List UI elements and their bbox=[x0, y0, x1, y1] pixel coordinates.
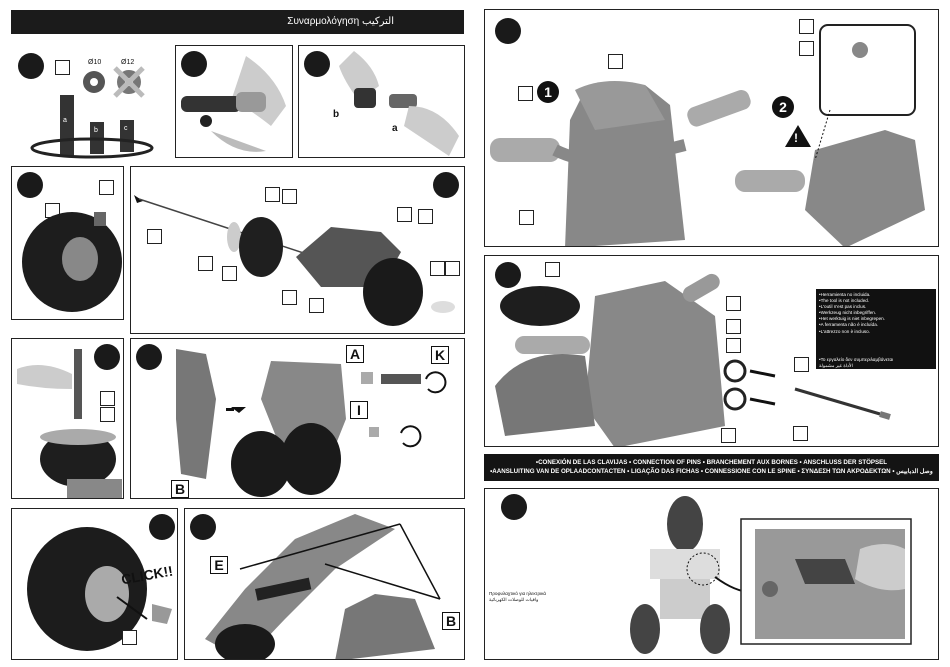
peg-b-label: b bbox=[333, 109, 340, 120]
part-label-e: E bbox=[210, 556, 228, 574]
step-8-panel: CLICK!! bbox=[11, 508, 178, 660]
step-10-badge bbox=[495, 18, 521, 44]
step-11-badge bbox=[495, 262, 521, 288]
part-number-box bbox=[198, 256, 213, 271]
part-number-box bbox=[309, 298, 324, 313]
peg-a-label: a bbox=[392, 123, 398, 134]
part-label-b: B bbox=[171, 480, 189, 498]
fork-assembly-illustration bbox=[176, 349, 447, 497]
wheel-hub-illustration bbox=[22, 212, 122, 312]
part-number-box bbox=[445, 261, 460, 276]
connector-caption: Προφυλαχτικό για ηλεκτρικά واقيات للوصلا… bbox=[489, 591, 546, 603]
part-label-b: B bbox=[442, 612, 460, 630]
part-number-box bbox=[726, 319, 741, 334]
body-fitting-illustration bbox=[205, 514, 441, 659]
step-4-panel bbox=[11, 166, 124, 320]
washer-small-label: Ø10 bbox=[88, 59, 102, 66]
page-header: Συναρμολόγηση التركيب bbox=[11, 10, 464, 34]
step-3-badge bbox=[304, 51, 330, 77]
note-line: •Het werktuig is niet inbegrepen. bbox=[819, 316, 885, 322]
part-number-box bbox=[799, 41, 814, 56]
step-7-badge bbox=[136, 344, 162, 370]
step-5-panel bbox=[130, 166, 465, 334]
warning-icon bbox=[785, 125, 811, 147]
part-number-box bbox=[100, 391, 115, 406]
part-number-box bbox=[397, 207, 412, 222]
step-10-panel: 1 2 ! bbox=[484, 9, 939, 247]
part-number-box bbox=[608, 54, 623, 69]
peg-pressing-illustration bbox=[339, 51, 459, 156]
part-number-box bbox=[726, 296, 741, 311]
part-number-box bbox=[430, 261, 445, 276]
tool-not-included-note: •Herramienta no incluida. •The tool is n… bbox=[816, 289, 936, 369]
note-line: •Werkzeug nicht inbegriffen. bbox=[819, 310, 877, 316]
step-12-panel: Προφυλαχτικό για ηλεκτρικά واقيات للوصلا… bbox=[484, 488, 939, 660]
part-label-i: I bbox=[350, 401, 368, 419]
part-number-box bbox=[222, 266, 237, 281]
note-line: •L'outil n'est pas inclus. bbox=[819, 304, 867, 310]
part-number-box bbox=[99, 180, 114, 195]
note-line: الأداة غير مشمولة bbox=[819, 362, 853, 368]
caption-line: واقيات للوصلات الكهربائية bbox=[489, 597, 539, 602]
part-number-box bbox=[793, 426, 808, 441]
sequence-number-2: 2 bbox=[772, 96, 794, 118]
part-number-box bbox=[519, 210, 534, 225]
connector-plugging-illustration bbox=[630, 496, 912, 654]
part-number-box bbox=[726, 338, 741, 353]
part-number-box bbox=[799, 19, 814, 34]
sequence-number-1: 1 bbox=[537, 81, 559, 103]
warning-mark: ! bbox=[794, 131, 798, 145]
part-number-box bbox=[518, 86, 533, 101]
step-4-badge bbox=[17, 172, 43, 198]
part-number-box bbox=[122, 630, 137, 645]
step-9-badge bbox=[190, 514, 216, 540]
step-2-badge bbox=[181, 51, 207, 77]
rear-axle-exploded-illustration bbox=[134, 195, 455, 326]
note-line: •A ferramenta não é incluída. bbox=[819, 322, 879, 328]
step-1-badge bbox=[18, 53, 44, 79]
part-number-box bbox=[794, 357, 809, 372]
step-6-badge bbox=[94, 344, 120, 370]
washer-large-label: Ø12 bbox=[121, 59, 135, 66]
front-wheel-axle-illustration bbox=[17, 349, 122, 498]
part-number-box bbox=[282, 189, 297, 204]
part-number-box bbox=[282, 290, 297, 305]
part-label-k: K bbox=[431, 346, 449, 364]
step-7-panel: A K I B bbox=[130, 338, 465, 499]
note-line: •The tool is not included. bbox=[819, 298, 870, 304]
caption-line: Προφυλαχτικό για ηλεκτρικά bbox=[489, 591, 546, 596]
part-number-box bbox=[100, 407, 115, 422]
part-number-box bbox=[545, 262, 560, 277]
banner-line-1: •CONEXIÓN DE LAS CLAVIJAS • CONNECTION O… bbox=[535, 459, 888, 466]
pin-connection-banner: •CONEXIÓN DE LAS CLAVIJAS • CONNECTION O… bbox=[484, 454, 939, 481]
part-number-box bbox=[147, 229, 162, 244]
step-2-panel bbox=[175, 45, 293, 158]
note-line: •Herramienta no incluida. bbox=[819, 292, 871, 297]
part-number-box bbox=[721, 428, 736, 443]
axle-insertion-illustration bbox=[181, 56, 286, 152]
peg-b-label: b bbox=[94, 127, 98, 134]
note-line: •L'attrezzo non è incluso. bbox=[819, 328, 871, 334]
banner-line-2: •AANSLUITING VAN DE OPLAADCONTACTEN • LI… bbox=[490, 468, 933, 475]
step-6-panel bbox=[11, 338, 124, 499]
step-3-panel: b a bbox=[298, 45, 465, 158]
handlebar-fitting-illustration bbox=[490, 24, 925, 246]
step-5-badge bbox=[433, 172, 459, 198]
step-9-panel: E B bbox=[184, 508, 465, 660]
step-11-panel bbox=[484, 255, 939, 447]
step-8-badge bbox=[149, 514, 175, 540]
part-number-box bbox=[265, 187, 280, 202]
step-12-badge bbox=[501, 494, 527, 520]
part-number-box bbox=[418, 209, 433, 224]
headlight-cover-illustration bbox=[495, 273, 891, 446]
parts-tray-illustration bbox=[30, 66, 154, 159]
part-label-a: A bbox=[346, 345, 364, 363]
note-line: •Το εργαλείο δεν συμπεριλαμβάνεται bbox=[819, 356, 894, 362]
peg-a-label: a bbox=[63, 117, 67, 124]
peg-c-label: c bbox=[124, 125, 128, 132]
wheel-cap-click-illustration bbox=[27, 527, 172, 651]
part-number-box bbox=[55, 60, 70, 75]
